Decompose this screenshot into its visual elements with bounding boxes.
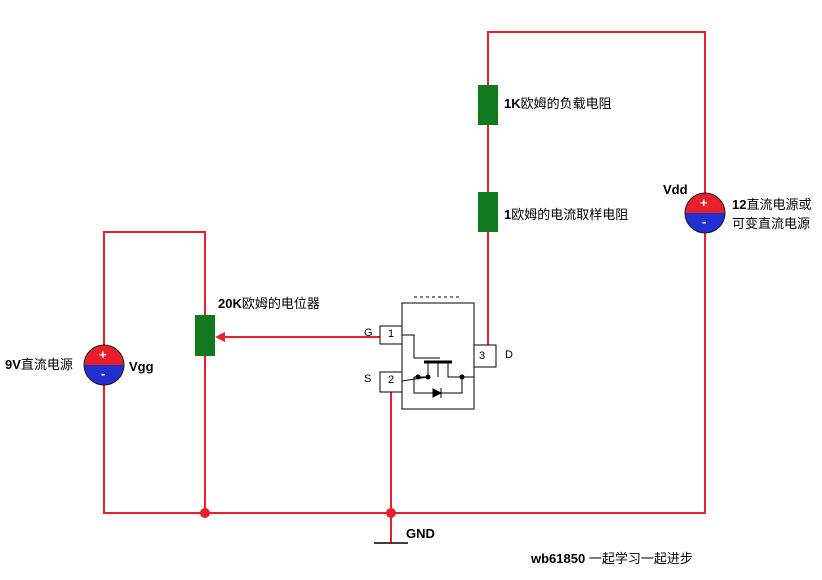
vdd-desc-line2: 可变直流电源 [732,216,811,231]
sense-resistor-desc: 欧姆的电流取样电阻 [511,207,629,222]
load-resistor-label: 1K欧姆的负载电阻 [504,96,612,112]
source-pin-box [379,371,403,393]
load-resistor [478,85,498,125]
vgg-supply [83,344,125,386]
sense-resistor [478,192,498,232]
footer-text: wb61850 一起学习一起进步 [531,551,693,567]
wire-vdd-bottom [103,233,706,514]
vdd-desc-text: 直流电源或 [746,197,812,212]
vgg-voltage: 9V [5,357,21,372]
junction-dot-pot [200,508,210,518]
vgg-desc: 直流电源 [20,357,73,372]
vdd-desc-line1: 12直流电源或 [732,197,811,213]
vdd-name-label: Vdd [663,182,688,197]
wiper-arrowhead [215,332,225,342]
gate-pin-letter: G [364,327,373,339]
wire-vgg-top [103,231,206,345]
wire-top-right [487,31,706,193]
pot-value: 20K [218,296,242,311]
vdd-supply [684,192,726,234]
vgg-name-label: Vgg [129,359,154,374]
load-resistor-value: 1K [504,96,521,111]
gnd-label: GND [406,526,435,541]
load-resistor-desc: 欧姆的负载电阻 [520,96,612,111]
potentiometer [195,315,215,356]
drain-pin-letter: D [505,349,513,361]
vgg-plus-symbol: + [99,347,107,362]
pot-label: 20K欧姆的电位器 [218,296,320,312]
junction-dot-gnd [386,508,396,518]
vgg-supply-label: 9V直流电源 [5,357,73,373]
pot-desc: 欧姆的电位器 [241,296,320,311]
wires [103,31,706,543]
vgg-minus-symbol: - [101,366,106,381]
vdd-plus-symbol: + [700,195,708,210]
gate-pin-number: 1 [388,328,395,340]
wire-r2-drain [480,232,489,353]
source-pin-number: 2 [388,374,395,386]
vdd-minus-symbol: - [702,214,707,229]
footer-slogan: 一起学习一起进步 [585,551,693,566]
sense-resistor-value: 1 [504,207,512,222]
footer-id: wb61850 [531,551,586,566]
sense-resistor-label: 1欧姆的电流取样电阻 [504,207,628,223]
source-pin-letter: S [364,373,372,385]
mosfet-component [379,296,497,410]
vdd-voltage: 12 [732,197,747,212]
drain-pin-number: 3 [479,350,486,362]
